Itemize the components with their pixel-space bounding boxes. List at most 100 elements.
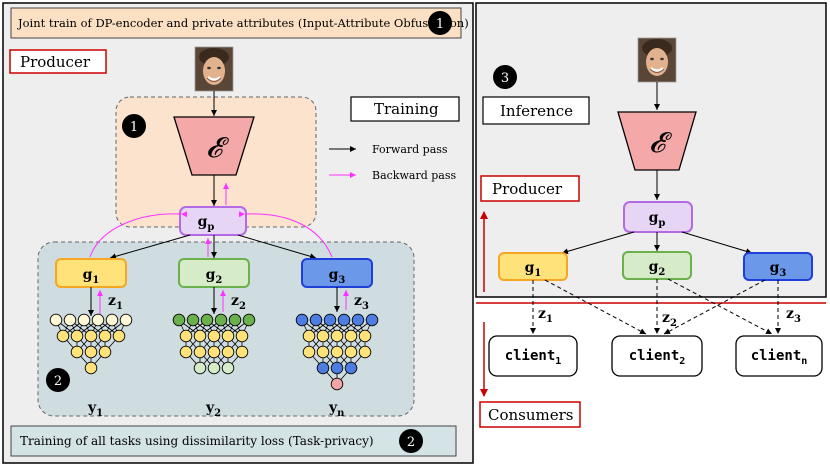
svg-text:client2: client2	[629, 348, 686, 367]
network-node	[91, 313, 105, 327]
network-node	[302, 329, 316, 343]
shared-node-left: gp	[179, 206, 247, 236]
latent-z3-right: z3	[786, 306, 801, 325]
network-node	[179, 329, 193, 343]
svg-text:g3: g3	[770, 260, 787, 279]
network-task2	[172, 313, 256, 375]
svg-text:gp: gp	[649, 210, 666, 229]
encoder-block-right: 𝓔	[617, 111, 697, 171]
client-1: client1	[488, 335, 578, 377]
face-image-right	[636, 36, 678, 84]
network-node	[193, 345, 207, 359]
head-g2-right: g2	[622, 251, 692, 280]
network-node	[295, 313, 309, 327]
network-node	[214, 313, 228, 327]
head-g1-right: g1	[498, 252, 568, 281]
network-node	[84, 329, 98, 343]
client-connections	[530, 278, 781, 335]
network-node	[330, 377, 344, 391]
head-g1-left: g1	[55, 258, 127, 288]
network-node	[316, 345, 330, 359]
latent-z1-left: z1	[108, 293, 123, 312]
svg-text:g2: g2	[206, 267, 223, 286]
svg-text:client1: client1	[505, 348, 562, 367]
network-node	[179, 345, 193, 359]
producer-label-left: Producer	[9, 49, 107, 74]
svg-text:Training: Training	[374, 100, 439, 118]
network-node	[63, 313, 77, 327]
output-y2: y2	[205, 400, 221, 419]
svg-text:Inference: Inference	[500, 102, 573, 120]
network-node	[84, 345, 98, 359]
head-g3-right: g3	[743, 252, 813, 281]
network-node	[207, 361, 221, 375]
top-banner-badge: 1	[436, 17, 444, 32]
network-node	[119, 313, 133, 327]
training-label: Training	[350, 96, 460, 122]
badge-tasks: 2	[46, 368, 70, 392]
face-image-left	[193, 45, 235, 93]
network-node	[302, 345, 316, 359]
network-node	[323, 313, 337, 327]
network-node	[56, 329, 70, 343]
inference-badge: 3	[493, 65, 517, 89]
network-node	[77, 313, 91, 327]
network-node	[235, 345, 249, 359]
svg-text:1: 1	[130, 120, 138, 135]
svg-text:Consumers: Consumers	[488, 406, 574, 424]
producer-label-right: Producer	[480, 175, 580, 202]
network-node	[98, 329, 112, 343]
network-node	[358, 329, 372, 343]
network-node	[344, 345, 358, 359]
svg-text:g2: g2	[649, 259, 666, 278]
network-node	[235, 329, 249, 343]
svg-text:gp: gp	[198, 214, 215, 233]
latent-z3-left: z3	[354, 293, 369, 312]
latent-z2-left: z2	[231, 293, 246, 312]
svg-text:g1: g1	[525, 260, 542, 279]
top-banner: Joint train of DP-encoder and private at…	[10, 7, 469, 39]
network-node	[344, 361, 358, 375]
network-node	[172, 313, 186, 327]
head-g3-left: g3	[301, 258, 373, 288]
legend-forward: Forward pass	[372, 143, 448, 156]
svg-text:g3: g3	[329, 267, 346, 286]
network-node	[221, 361, 235, 375]
network-node	[200, 313, 214, 327]
network-node	[365, 313, 379, 327]
network-node	[70, 345, 84, 359]
network-node	[358, 345, 372, 359]
network-node	[221, 329, 235, 343]
svg-text:Producer: Producer	[20, 53, 91, 71]
svg-text:3: 3	[501, 71, 509, 86]
output-yn: yn	[328, 400, 345, 419]
network-node	[84, 361, 98, 375]
network-node	[330, 345, 344, 359]
network-node	[309, 313, 323, 327]
top-banner-text: Joint train of DP-encoder and private at…	[17, 16, 469, 30]
network-node	[316, 361, 330, 375]
bottom-banner-badge: 2	[407, 435, 415, 450]
latent-z1-right: z1	[538, 306, 553, 325]
svg-text:Producer: Producer	[492, 180, 563, 198]
network-node	[98, 345, 112, 359]
right-panel: 3 Inference 𝓔 Producer gp g	[475, 2, 827, 428]
network-node	[344, 329, 358, 343]
network-node	[49, 313, 63, 327]
network-node	[228, 313, 242, 327]
network-node	[207, 345, 221, 359]
svg-text:2: 2	[54, 374, 62, 389]
network-node	[337, 313, 351, 327]
network-node	[221, 345, 235, 359]
network-node	[112, 329, 126, 343]
legend: Forward pass Backward pass	[329, 143, 456, 182]
network-node	[186, 313, 200, 327]
svg-text:g1: g1	[83, 267, 100, 286]
network-node	[105, 313, 119, 327]
left-panel: Joint train of DP-encoder and private at…	[2, 2, 474, 464]
network-node	[70, 329, 84, 343]
network-node	[330, 329, 344, 343]
network-node	[242, 313, 256, 327]
client-n: clientn	[735, 335, 823, 377]
bottom-banner: Training of all tasks using dissimilarit…	[10, 425, 457, 457]
